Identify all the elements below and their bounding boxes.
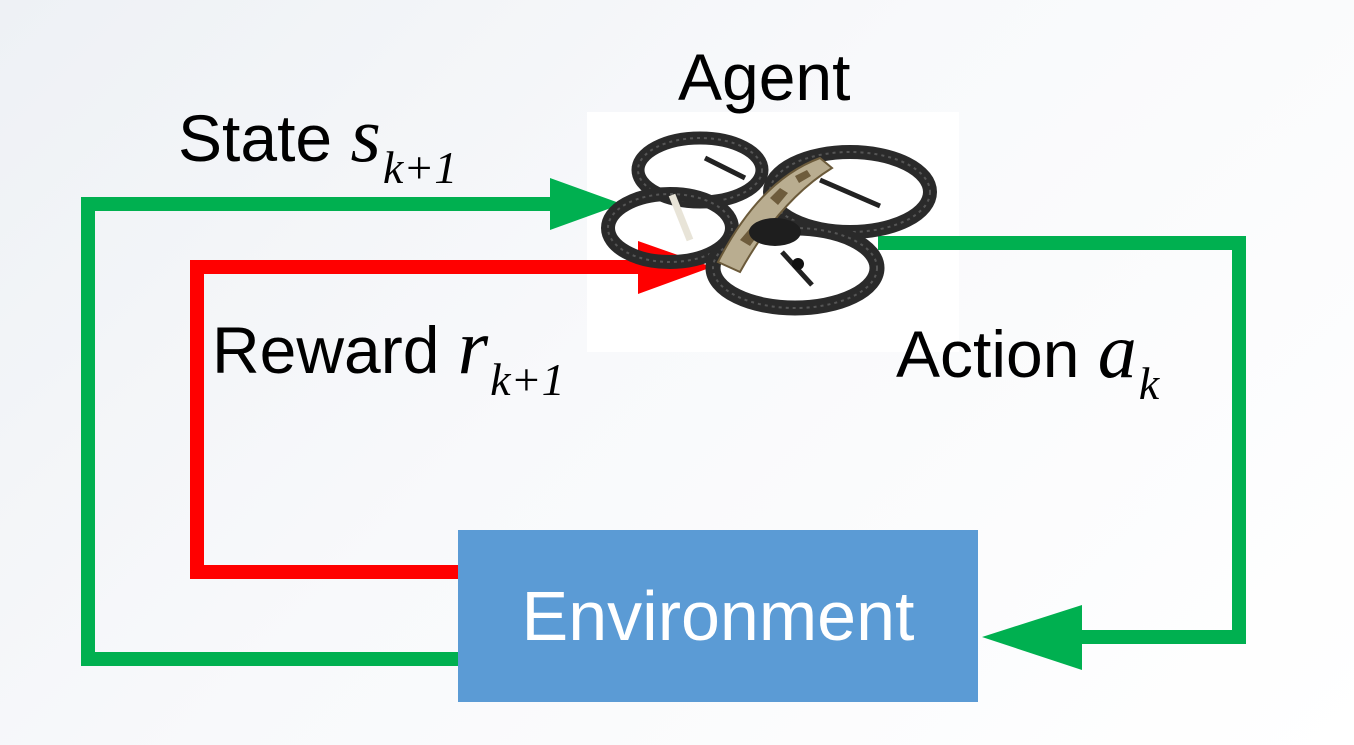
action-word: Action <box>896 317 1080 391</box>
environment-box: Environment <box>458 530 978 702</box>
action-arrow-line <box>878 236 1246 644</box>
reward-arrow-line <box>190 260 648 579</box>
agent-label-text: Agent <box>678 40 851 114</box>
reward-subscript: k+1 <box>490 354 565 405</box>
quadcopter-drone-icon <box>601 131 937 316</box>
reward-label: Reward rk+1 <box>212 308 565 403</box>
state-label: State sk+1 <box>178 96 457 191</box>
action-subscript: k <box>1138 358 1160 409</box>
state-word: State <box>178 101 333 175</box>
state-subscript: k+1 <box>382 142 458 193</box>
reward-symbol: r <box>457 303 489 390</box>
action-label: Action ak <box>896 312 1159 407</box>
agent-label: Agent <box>678 44 850 110</box>
reward-word: Reward <box>212 313 440 387</box>
action-arrowhead <box>982 605 1082 670</box>
action-symbol: a <box>1097 307 1137 394</box>
state-arrowhead <box>550 178 622 230</box>
state-symbol: s <box>350 91 381 178</box>
environment-label: Environment <box>521 577 915 655</box>
state-arrow-line <box>81 197 560 666</box>
